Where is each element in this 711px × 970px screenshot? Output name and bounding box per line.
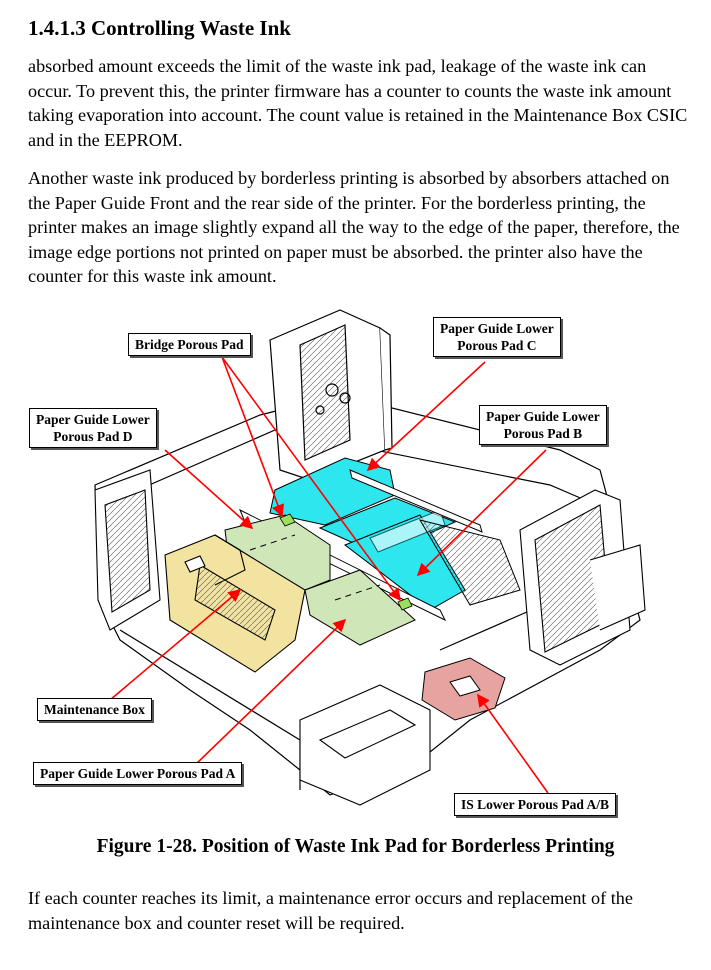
arrow-maint-box: [109, 588, 242, 701]
maintenance-box: [164, 534, 306, 673]
callout-pad-d-line2: Porous Pad D: [53, 429, 133, 444]
callout-is-lower: IS Lower Porous Pad A/B: [454, 793, 617, 816]
callout-bridge-porous-pad: Bridge Porous Pad: [128, 333, 251, 356]
callout-pad-b-line2: Porous Pad B: [503, 426, 583, 441]
arrow-pad-b: [416, 449, 547, 577]
section-heading: 1.4.1.3 Controlling Waste Ink: [28, 16, 291, 40]
callout-pad-a: Paper Guide Lower Porous Pad A: [33, 762, 243, 785]
printer-diagram: [94, 309, 646, 806]
callout-pad-d: Paper Guide Lower Porous Pad D: [29, 408, 157, 448]
callout-bridge-text: Bridge Porous Pad: [135, 337, 244, 352]
cyan-porous-pads: [269, 457, 466, 611]
bridge-porous-pads: [279, 513, 413, 611]
callout-is-lower-text: IS Lower Porous Pad A/B: [461, 797, 610, 812]
arrow-is-lower: [477, 693, 549, 794]
callout-pad-c: Paper Guide Lower Porous Pad C: [433, 317, 561, 357]
callout-pad-a-text: Paper Guide Lower Porous Pad A: [40, 766, 236, 781]
arrow-bridge-2: [221, 356, 401, 602]
callout-pad-c-line1: Paper Guide Lower: [440, 321, 554, 336]
paragraph-counter-limit: If each counter reaches its limit, a mai…: [28, 888, 633, 933]
paragraph-waste-ink-counter: absorbed amount exceeds the limit of the…: [28, 56, 688, 150]
callout-pad-b: Paper Guide Lower Porous Pad B: [479, 405, 607, 445]
callout-arrows: [109, 356, 549, 794]
front-tray: [299, 684, 431, 806]
rear-tower: [269, 309, 393, 481]
left-mechanism: [94, 469, 161, 631]
paragraph-borderless-printing: Another waste ink produced by borderless…: [28, 168, 680, 286]
callout-pad-b-line1: Paper Guide Lower: [486, 409, 600, 424]
callout-pad-c-line2: Porous Pad C: [457, 338, 537, 353]
arrow-pad-a: [194, 618, 347, 766]
figure-caption: Figure 1-28. Position of Waste Ink Pad f…: [96, 836, 615, 857]
callout-pad-d-line1: Paper Guide Lower: [36, 412, 150, 427]
callout-maintenance-box: Maintenance Box: [37, 698, 152, 721]
waste-ink-pad-figure: Bridge Porous Pad Paper Guide Lower Poro…: [0, 300, 711, 830]
right-mechanism: [519, 489, 646, 666]
arrow-pad-c: [366, 361, 486, 472]
arrow-pad-d: [164, 449, 254, 530]
callout-maintenance-text: Maintenance Box: [44, 702, 145, 717]
arrow-bridge-1: [221, 356, 285, 518]
